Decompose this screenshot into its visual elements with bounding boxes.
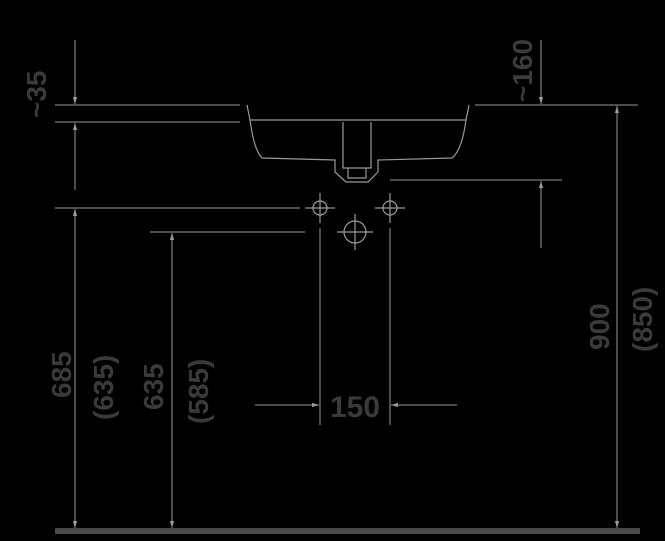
dim-left-height-main: 685 — [46, 351, 77, 398]
dim-inner-height-alt: (585) — [183, 359, 214, 424]
dim-inner-height-main: 635 — [138, 363, 169, 410]
basin-outline — [246, 104, 470, 183]
floor-line — [55, 528, 640, 534]
dimension-lines — [72, 40, 620, 528]
connection-points — [305, 193, 405, 250]
dim-tap-spacing: 150 — [330, 391, 380, 424]
dim-top-offset: ~160 — [507, 39, 538, 102]
dim-left-height-alt: (635) — [88, 355, 119, 420]
reference-lines — [55, 104, 638, 425]
dim-overflow-depth: ~35 — [21, 71, 52, 119]
dim-total-height-alt: (850) — [627, 287, 658, 352]
dim-total-height-main: 900 — [584, 303, 615, 350]
